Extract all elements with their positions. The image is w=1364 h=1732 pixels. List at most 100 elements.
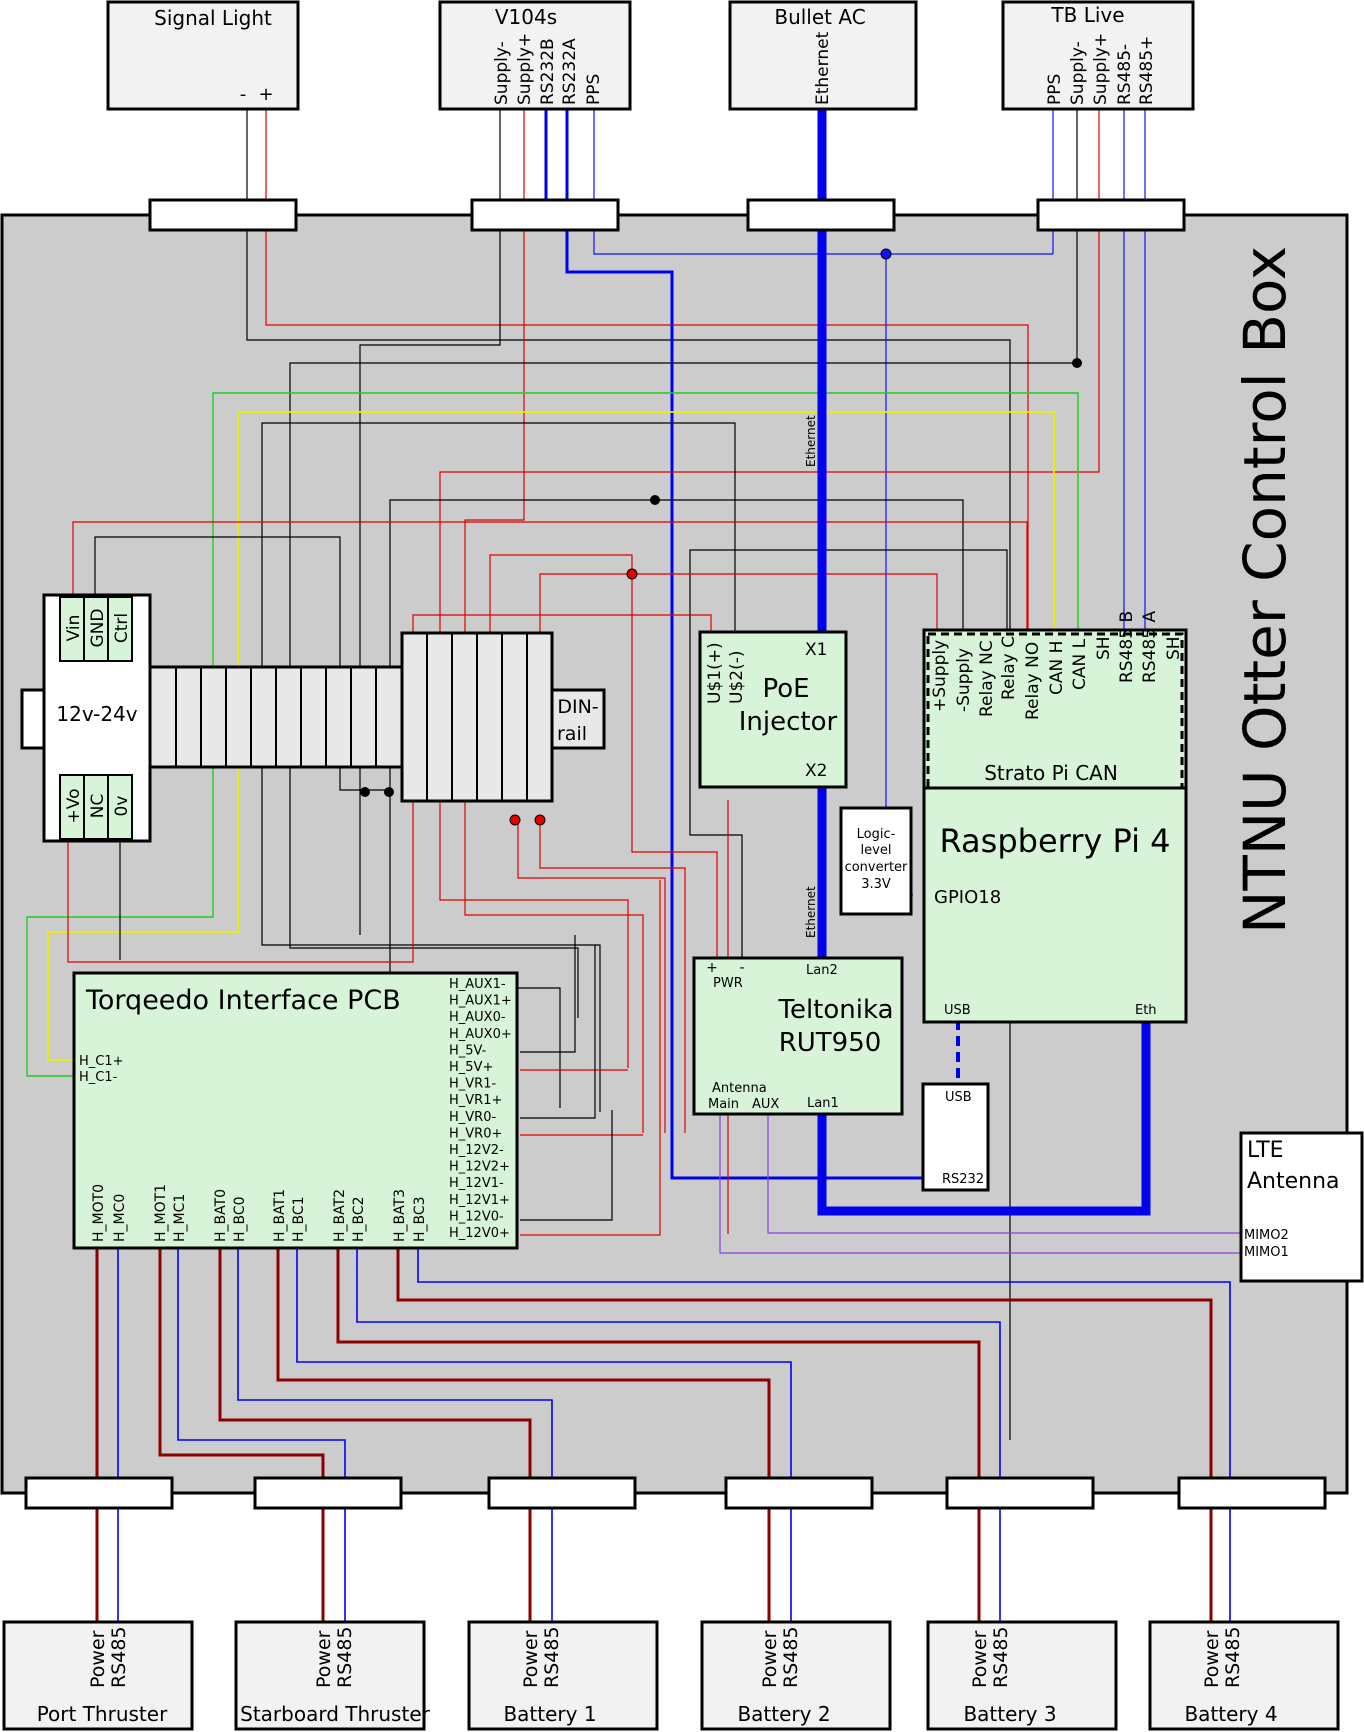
tb-live-title: TB Live [1050,3,1124,27]
tb-live-device: TB Live PPS Supply- Supply+ RS485- RS485… [1001,0,1195,111]
torqeedo-right-pin: H_12V2- [449,1143,504,1158]
din-rail-terminals: DIN- rail [148,631,606,803]
teltonika-title-line1: Teltonika [777,995,893,1025]
teltonika-title-line2: RUT950 [779,1028,882,1058]
poe-pin-u2: U$2(-) [727,651,747,704]
device-title: Battery 2 [737,1702,830,1726]
control-box-title: NTNU Otter Control Box [1231,246,1299,934]
teltonika-lan1-label: Lan1 [807,1096,839,1111]
strato-title: Strato Pi CAN [984,761,1118,785]
device-pin-rs485: RS485 [334,1626,356,1688]
device-pin-power: Power [87,1630,109,1688]
v104s-pin-pps: PPS [584,74,604,105]
torqeedo-bottom-pin: H_BC0 [232,1196,248,1242]
usb-rs232-rs232-label: RS232 [942,1172,984,1187]
usb-rs232-adapter: USB RS232 [921,1082,990,1192]
strato-pin-rs485-b: RS485 B [1117,611,1137,683]
logic-line-2: level [861,843,892,858]
bottom-connector-battery-3 [945,1476,1095,1510]
bullet-ac-title: Bullet AC [774,5,865,29]
device-pin-power: Power [313,1630,335,1688]
device-title: Starboard Thruster [240,1702,430,1726]
poe-title-line1: PoE [762,674,809,704]
torqeedo-right-pin: H_5V+ [449,1060,493,1075]
device-pin-power: Power [969,1630,991,1688]
v104s-pin-rs232a: RS232A [560,38,580,105]
torqeedo-right-pin: H_VR0+ [449,1126,502,1141]
usb-rs232-usb-label: USB [945,1090,972,1105]
device-title: Battery 1 [503,1702,596,1726]
torqeedo-right-pin: H_AUX0- [449,1010,506,1025]
top-connector-v104s [470,198,620,232]
logic-line-1: Logic- [857,827,896,842]
torqeedo-title: Torqeedo Interface PCB [85,985,401,1016]
tb-live-pin-supply-minus: Supply- [1068,41,1088,105]
torqeedo-right-pin: H_AUX1+ [449,994,512,1009]
torqeedo-bottom-pin: H_BAT0 [213,1189,229,1242]
torqeedo-pin-h-c1-minus: H_C1- [79,1070,118,1085]
rpi-title: Raspberry Pi 4 [940,822,1171,860]
strato-pin-relay-no: Relay NO [1023,642,1043,720]
psu-voltage-label: 12v-24v [56,702,137,726]
teltonika-aux-label: AUX [752,1097,779,1112]
bullet-ac-pin-ethernet: Ethernet [813,31,833,105]
poe-pin-u1: U$1(+) [705,642,725,704]
lte-title-line2: Antenna [1247,1169,1340,1194]
torqeedo-bottom-pin: H_MC0 [112,1194,128,1242]
top-connector-bullet [746,198,896,232]
signal-light-pin-minus: - [240,84,247,105]
teltonika-main-label: Main [708,1097,739,1112]
strato-pin-can-l: CAN L [1070,638,1090,690]
din-rail-label-line2: rail [557,723,587,745]
torqeedo-right-pin: H_VR1+ [449,1093,502,1108]
device-title: Battery 3 [963,1702,1056,1726]
device-pin-power: Power [520,1630,542,1688]
teltonika-lan2-label: Lan2 [806,963,838,978]
top-connector-signal-light [148,198,298,232]
strato-pin-supply-plus: +Supply [930,640,950,712]
torqeedo-bottom-pin: H_BC1 [291,1196,307,1242]
torqeedo-right-pin: H_12V0- [449,1209,504,1224]
logic-line-3: converter [845,860,908,875]
v104s-pin-supply-minus: Supply- [492,41,512,105]
torqeedo-right-pin: H_AUX0+ [449,1027,512,1042]
strato-pin-can-h: CAN H [1047,641,1067,695]
device-pin-rs485: RS485 [780,1626,802,1688]
logic-level-converter: Logic- level converter 3.3V [839,806,913,916]
torqeedo-bottom-pin: H_BC2 [351,1196,367,1242]
strato-pin-rs485-a: RS485 A [1140,611,1160,683]
bottom-connector-port [24,1476,174,1510]
torqeedo-bottom-pin: H_MOT0 [91,1184,107,1242]
strato-pin-sh-1: SH [1094,636,1114,660]
tb-live-pin-pps: PPS [1045,74,1065,105]
torqeedo-bottom-pin: H_BAT2 [332,1189,348,1242]
psu-pin-ctrl: Ctrl [112,613,132,643]
torqeedo-bottom-pin: H_BAT3 [392,1189,408,1242]
strato-pin-relay-c: Relay C [999,636,1019,700]
raspberry-pi-assembly: +Supply -Supply Relay NC Relay C Relay N… [922,611,1188,1024]
strato-pin-sh-2: SH [1164,636,1184,660]
lte-mimo2-label: MIMO2 [1244,1228,1289,1243]
tb-live-pin-rs485-plus: RS485+ [1137,36,1157,105]
v104s-pin-supply-plus: Supply+ [515,33,535,105]
v104s-pin-rs232b: RS232B [538,38,558,105]
bottom-connector-battery-4 [1177,1476,1327,1510]
device-title: Port Thruster [37,1702,168,1726]
signal-light-pin-plus: + [258,84,273,105]
ethernet-label-bottom: Ethernet [804,886,818,938]
poe-x2-label: X2 [805,761,827,781]
device-title: Battery 4 [1184,1702,1277,1726]
device-pin-rs485: RS485 [990,1626,1012,1688]
ethernet-label-top: Ethernet [804,415,818,467]
torqeedo-right-pin: H_12V1+ [449,1193,510,1208]
signal-light-device: Signal Light - + [106,0,300,111]
torqeedo-pin-h-c1-plus: H_C1+ [79,1054,124,1069]
top-connector-tb-live [1036,198,1186,232]
torqeedo-bottom-pin: H_BC3 [412,1196,428,1242]
device-pin-power: Power [1201,1630,1223,1688]
bottom-connector-starboard [253,1476,403,1510]
torqeedo-right-pin: H_5V- [449,1043,487,1058]
